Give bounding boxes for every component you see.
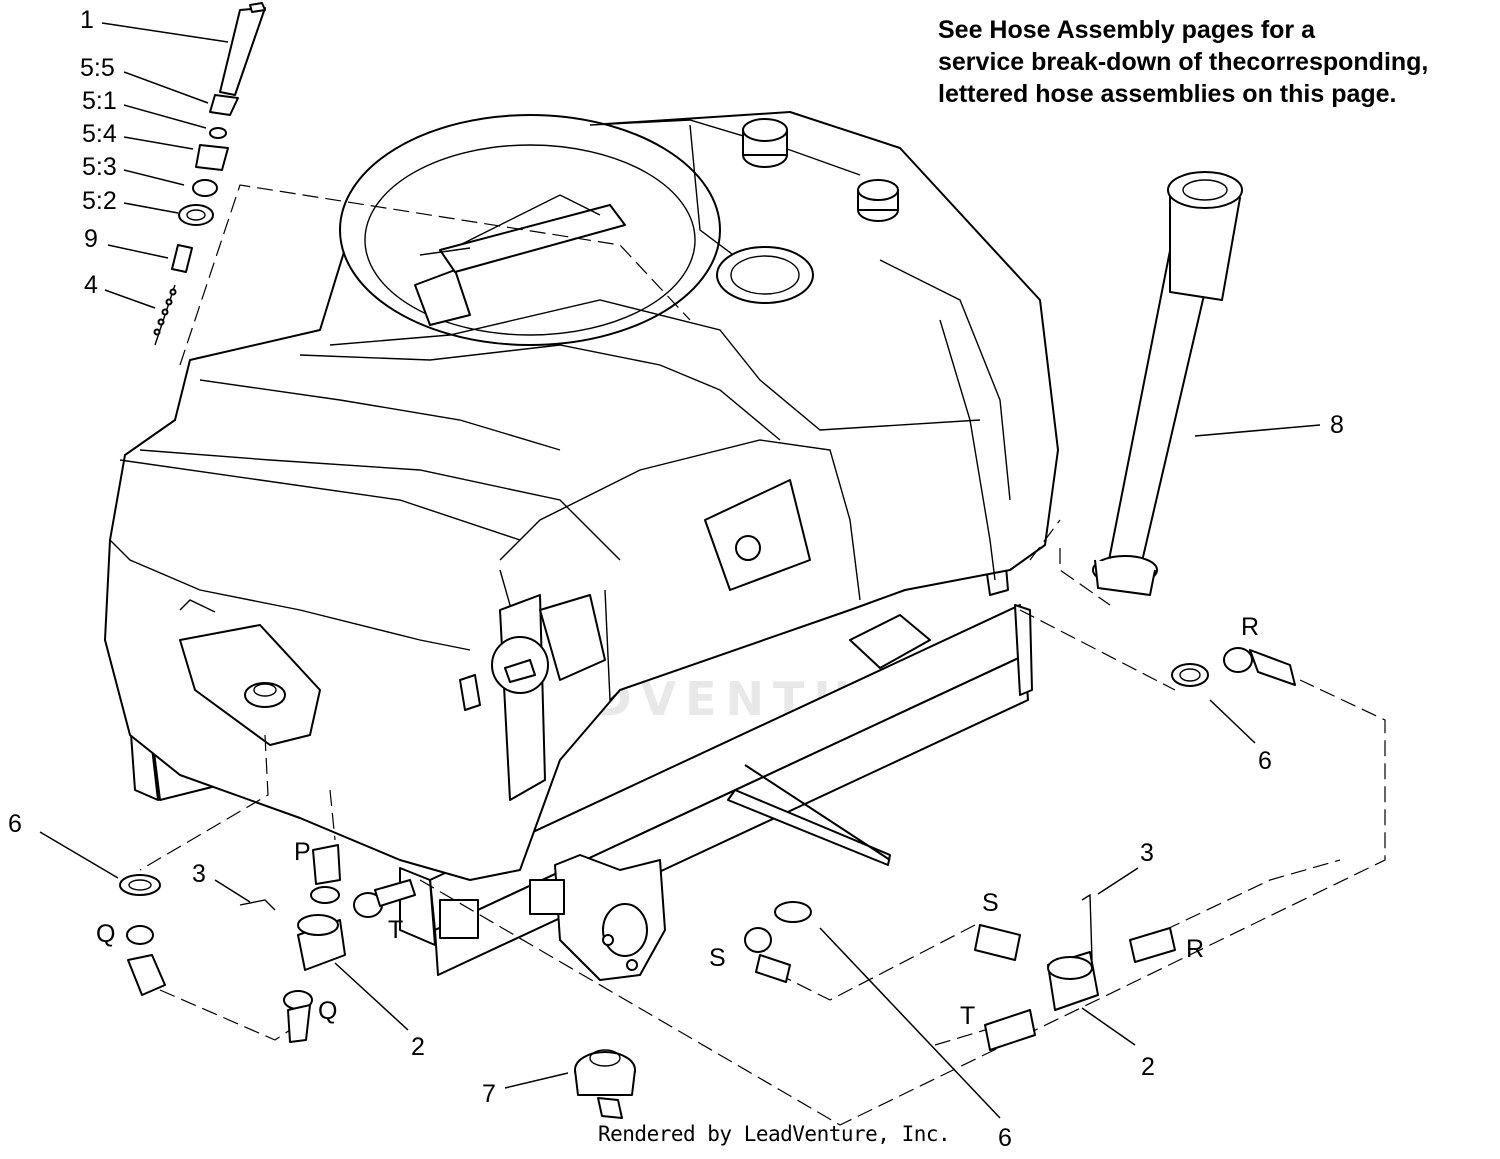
callout-3-left: 3 — [192, 860, 206, 888]
callout-t-left: T — [388, 916, 403, 944]
callout-5-5: 5:5 — [80, 54, 115, 82]
left-valve-icon — [119, 844, 416, 1043]
callout-9: 9 — [84, 225, 98, 253]
callout-5-1: 5:1 — [82, 87, 117, 115]
callout-6-bottom: 6 — [998, 1124, 1012, 1152]
callout-3-right: 3 — [1140, 839, 1154, 867]
frame-icon — [129, 554, 1033, 981]
callout-8: 8 — [1330, 411, 1344, 439]
callout-2-left: 2 — [411, 1033, 425, 1061]
leader-lines — [39, 22, 1321, 1119]
callout-r-right: R — [1186, 935, 1204, 963]
callout-6-right: 6 — [1258, 747, 1272, 775]
callout-4: 4 — [84, 271, 98, 299]
callout-p: P — [294, 838, 311, 866]
note-line-2: service break-down of thecorresponding, — [938, 48, 1429, 76]
callout-s-mid: S — [709, 944, 726, 972]
callout-q-top: Q — [96, 920, 115, 948]
callout-t-right: T — [960, 1002, 975, 1030]
note-line-1: See Hose Assembly pages for a — [938, 16, 1316, 44]
callout-2-right: 2 — [1141, 1053, 1155, 1081]
callout-1: 1 — [80, 6, 94, 34]
callout-5-4: 5:4 — [82, 120, 117, 148]
fill-pipe-icon — [1092, 171, 1243, 596]
assembly-guide-lines — [139, 184, 1386, 1126]
filler-cap-icon — [716, 118, 899, 304]
hose-assembly-note: See Hose Assembly pages for a service br… — [938, 14, 1498, 110]
callout-labels: 1 5:5 5:1 5:4 5:3 5:2 9 4 8 R 6 6 3 P T … — [8, 6, 1344, 1152]
pump-icon — [574, 1049, 636, 1119]
callout-7: 7 — [482, 1080, 496, 1108]
render-credit: Rendered by LeadVenture, Inc. — [598, 1122, 951, 1146]
callout-q-bottom: Q — [318, 997, 337, 1025]
nozzle-stack-icon — [153, 2, 266, 346]
tank-icon — [104, 111, 1059, 881]
callout-r-top: R — [1241, 613, 1259, 641]
right-valve-icon — [744, 647, 1296, 1051]
callout-5-3: 5:3 — [82, 153, 117, 181]
note-line-3: lettered hose assemblies on this page. — [938, 80, 1397, 108]
callout-s-right: S — [982, 889, 999, 917]
callout-5-2: 5:2 — [82, 187, 117, 215]
callout-6-left: 6 — [8, 810, 22, 838]
